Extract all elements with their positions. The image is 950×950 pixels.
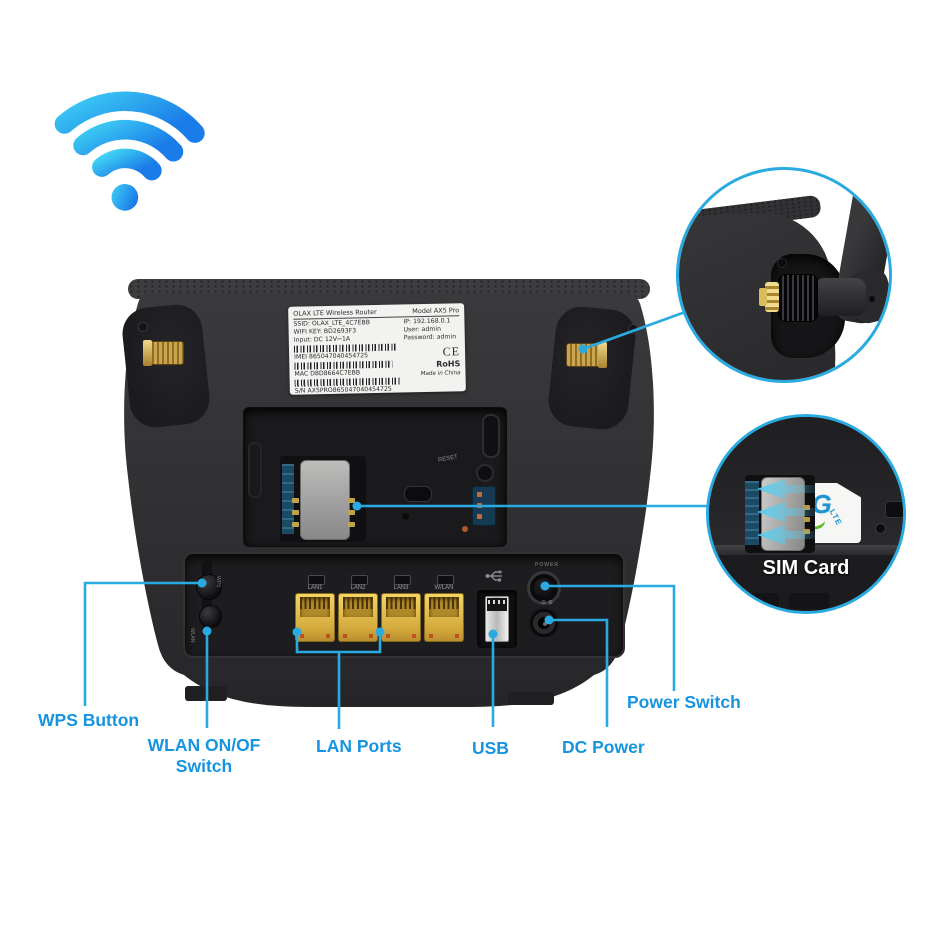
lan-port-3 [381,593,421,642]
lan3-led [394,575,411,585]
usb-connector [485,596,509,642]
lan2-label: LAN2 [350,585,366,591]
antenna-zoom-inset [676,167,892,383]
wlan-tiny-label: WLAN [189,628,195,643]
lan1-label: LAN1 [307,585,323,591]
inset-case-screw [777,258,787,268]
lan-annotation: LAN Ports [316,736,402,756]
micro-port [404,486,432,502]
reset-button [476,464,494,482]
antenna-pivot-hole [869,296,875,302]
ce-mark: CE [442,344,461,359]
wlan-annotation-line1: WLAN ON/OF [147,735,261,755]
lan-port-2 [338,593,378,642]
antenna-gold-washer [765,282,779,312]
right-case-screw [628,324,638,334]
stand-slot [482,414,500,458]
wps-annotation: WPS Button [38,710,140,730]
reset-label: RESET [437,454,459,464]
left-foot [185,686,227,701]
wlan-annotation: WLAN ON/OF Switch [137,735,271,777]
lan1-led [308,575,325,585]
sticker-right-column: IP: 192.168.0.1 User: admin Password: ad… [403,318,461,394]
lan3-label: LAN3 [393,585,409,591]
sim-zoom-inset: 4G LTE SIM Card [706,414,906,614]
wlan-port [424,593,464,642]
sim-card-caption: SIM Card [762,557,850,579]
inset-screw [875,523,886,534]
left-case-screw [138,322,148,332]
sticker-model: Model AX5 Pro [412,306,460,316]
power-engraving: POWER [535,562,559,568]
inset-micro-port [885,501,903,518]
polarity-mark: ⊖ ⊕ [541,600,553,606]
sim-slot [280,456,366,542]
dc-power-jack [528,607,560,639]
spec-label-sticker: OLAX LTE Wireless Router Model AX5 Pro S… [288,303,466,395]
right-antenna-recess [545,304,639,432]
made-in-label: Made in China [420,369,461,377]
right-foot [508,692,554,705]
wlan-port-label: W/LAN [434,585,454,591]
antenna-knurled-nut [778,274,818,322]
wlan-switch [199,605,222,628]
sticker-left-column: SSID: OLAX_LTE_4C7EBB WIFI KEY: BD2693F3… [293,319,401,396]
lan2-led [351,575,368,585]
wlan-annotation-line2: Switch [175,756,233,776]
inset-foot-left [739,593,779,609]
sticker-password: Password: admin [403,333,457,342]
board-dot [462,526,468,532]
wps-tiny-label: WPS [215,576,221,588]
usb-icon [485,570,502,582]
antenna-gold-thread [759,288,767,306]
antenna-barrel [814,278,866,316]
sticker-title: OLAX LTE Wireless Router [293,307,377,318]
usb-annotation: USB [472,738,509,758]
wlan-led [437,575,454,585]
dc-annotation: DC Power [562,737,645,757]
lan-port-1 [295,593,335,642]
pin-connector [472,486,496,526]
sim-compartment: RESET [243,407,507,547]
right-sma-connector [566,342,607,368]
insert-arrows-icon [757,479,815,545]
compartment-handle [248,442,262,498]
board-screw [402,513,409,520]
sim-metal-holder [300,460,350,540]
inset-foot-right [789,593,829,609]
left-sma-connector [143,340,184,366]
wifi-icon [54,91,205,211]
left-antenna-recess [119,302,213,430]
usb-port [477,590,517,648]
sim-pcb [282,464,294,534]
power-annotation: Power Switch [627,692,741,712]
ports-panel: WPS WLAN LAN1 LAN2 LAN3 W/LAN [183,552,625,658]
